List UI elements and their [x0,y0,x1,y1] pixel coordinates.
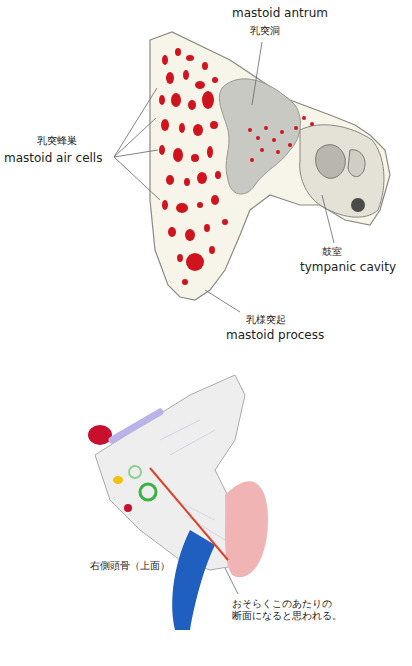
part-label: 鼓室 [322,246,342,258]
part-label: mastoid air cells [4,151,102,165]
part-label: 乳突蜂巣 [37,135,77,147]
mastoid-section [150,32,390,300]
part-label: mastoid process [226,328,324,342]
part-label: tympanic cavity [300,260,396,274]
view-label: 右側頭骨（上面） [90,560,170,572]
temporal-bone-top-view [88,375,268,630]
part-label: mastoid antrum [232,6,328,20]
note-text: おそらくこのあたりの 断面になると思われる。 [232,598,362,622]
part-label: 乳突洞 [250,25,280,37]
part-label: 乳様突起 [246,314,286,326]
